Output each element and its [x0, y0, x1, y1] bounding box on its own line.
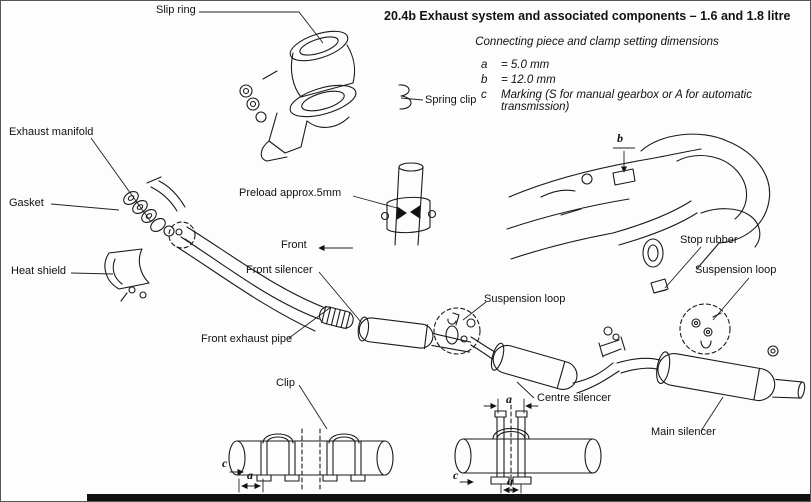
dim-b-label: b	[617, 131, 623, 145]
figure-title: 20.4b Exhaust system and associated comp…	[384, 9, 791, 23]
heat-shield-drawing	[104, 248, 150, 302]
dim-a-bottom-right-label: a	[507, 474, 513, 488]
preload-clamp-drawing	[380, 162, 437, 246]
stop-rubber-label: Stop rubber	[680, 234, 738, 246]
dim-a-left-label: a	[247, 468, 253, 482]
centre-silencer-label: Centre silencer	[537, 392, 611, 404]
figure-legend: a = 5.0 mm b = 12.0 mm c Marking (S for …	[481, 59, 793, 116]
dim-c-right-label: c	[453, 468, 459, 482]
main-silencer-drawing	[656, 345, 806, 402]
pipe-clamp-small-drawing	[598, 326, 626, 358]
connecting-piece-drawing	[239, 30, 357, 162]
leader-lines	[50, 11, 750, 432]
front-exhaust-pipe-drawing	[176, 226, 354, 332]
legend-key-a: a	[481, 59, 488, 71]
clamp-detail-left-drawing	[228, 428, 394, 493]
preload-label: Preload approx.5mm	[239, 187, 342, 199]
suspension-loop-center-label: Suspension loop	[484, 293, 566, 305]
centre-silencer-drawing	[466, 318, 620, 394]
figure-subtitle: Connecting piece and clamp setting dimen…	[475, 36, 719, 48]
dim-c-left-label: c	[222, 456, 228, 470]
legend-text-b: = 12.0 mm	[501, 74, 556, 86]
legend-row-a: a = 5.0 mm	[481, 59, 793, 71]
legend-text-a: = 5.0 mm	[501, 59, 550, 71]
suspension-loop-center-drawing	[433, 307, 481, 355]
front-label: Front	[281, 239, 307, 251]
legend-key-b: b	[481, 74, 488, 86]
underbody-drawing	[506, 133, 771, 294]
legend-text-c: Marking (S for manual gearbox or A for a…	[501, 89, 752, 113]
exhaust-manifold-drawing	[123, 176, 196, 249]
suspension-loop-right-label: Suspension loop	[695, 264, 777, 276]
dimension-b-marks	[613, 147, 635, 173]
suspension-loop-right-drawing	[679, 303, 731, 355]
dim-a-top-right-label: a	[506, 392, 512, 406]
clamp-detail-right-drawing	[454, 398, 602, 494]
front-exhaust-pipe-label: Front exhaust pipe	[201, 333, 293, 345]
front-silencer-label: Front silencer	[246, 264, 313, 276]
legend-row-c: c Marking (S for manual gearbox or A for…	[481, 89, 793, 113]
spring-clip-drawing	[398, 84, 412, 110]
legend-row-b: b = 12.0 mm	[481, 74, 793, 86]
slip-ring-label: Slip ring	[156, 4, 196, 16]
main-silencer-label: Main silencer	[651, 426, 716, 438]
spring-clip-label: Spring clip	[425, 94, 477, 106]
legend-key-c: c	[481, 89, 487, 101]
heat-shield-label: Heat shield	[11, 265, 67, 277]
clip-label: Clip	[276, 377, 295, 389]
page-edge-bar	[87, 494, 810, 501]
gasket-label: Gasket	[9, 197, 44, 209]
exhaust-manifold-label: Exhaust manifold	[9, 126, 94, 138]
front-silencer-drawing	[357, 316, 472, 353]
